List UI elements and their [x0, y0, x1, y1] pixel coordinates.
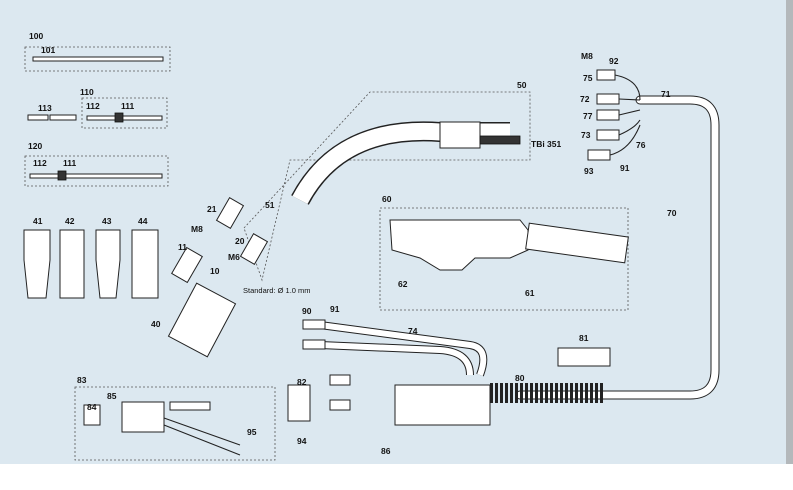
label-120-111: 111 [63, 158, 77, 168]
part-111 [86, 115, 163, 121]
label-93: 93 [584, 166, 594, 176]
label-50: 50 [517, 80, 527, 90]
label-61: 61 [525, 288, 535, 298]
label-91b: 91 [620, 163, 630, 173]
label-86: 86 [381, 446, 391, 456]
label-m6: M6 [228, 252, 240, 262]
box-100 [24, 46, 171, 72]
label-112: 112 [86, 101, 100, 111]
label-41: 41 [33, 216, 43, 226]
label-43: 43 [102, 216, 112, 226]
label-82: 82 [297, 377, 307, 387]
label-m8b: M8 [581, 51, 593, 61]
label-77: 77 [583, 111, 593, 121]
standard-note: Standard: Ø 1.0 mm [243, 286, 311, 295]
label-tbi: TBi 351 [531, 139, 562, 149]
label-70: 70 [667, 208, 677, 218]
label-91: 91 [330, 304, 340, 314]
box-60 [379, 207, 629, 311]
box-83 [74, 386, 276, 461]
part-113a [27, 114, 49, 121]
label-73: 73 [581, 130, 591, 140]
label-110: 110 [80, 87, 94, 97]
part-84 [83, 404, 101, 426]
part-81 [557, 347, 611, 367]
label-113: 113 [38, 103, 52, 113]
label-95: 95 [247, 427, 257, 437]
label-94: 94 [297, 436, 307, 446]
side-strip [786, 0, 793, 464]
label-60: 60 [382, 194, 392, 204]
handle-60 [389, 219, 529, 271]
box-110 [81, 97, 168, 129]
label-120-112: 112 [33, 158, 47, 168]
label-111: 111 [121, 101, 135, 111]
label-84: 84 [87, 402, 97, 412]
label-90: 90 [302, 306, 312, 316]
adapter-85 [121, 401, 165, 433]
label-11: 11 [178, 242, 187, 252]
label-62: 62 [398, 279, 408, 289]
label-85: 85 [107, 391, 117, 401]
label-51: 51 [265, 200, 275, 210]
label-120: 120 [28, 141, 42, 151]
bottom-edge [0, 464, 793, 490]
label-92: 92 [609, 56, 619, 66]
neck-body [439, 121, 481, 149]
liner-101 [32, 56, 164, 62]
nozzle-40 [167, 282, 237, 358]
label-40: 40 [151, 319, 161, 329]
label-20: 20 [235, 236, 245, 246]
label-21: 21 [207, 204, 217, 214]
label-m8a: M8 [191, 224, 203, 234]
box-120 [24, 155, 169, 187]
part-113b [49, 114, 77, 121]
label-44: 44 [138, 216, 148, 226]
nozzles-41-44 [23, 229, 159, 299]
label-81: 81 [579, 333, 589, 343]
label-10: 10 [210, 266, 220, 276]
label-80: 80 [515, 373, 525, 383]
label-72: 72 [580, 94, 590, 104]
box-50 [243, 91, 531, 282]
torch-parts-diagram: 100 101 110 112 111 113 120 112 111 41 4… [23, 31, 720, 461]
connector-body [394, 384, 491, 426]
label-71: 71 [661, 89, 671, 99]
part-120 [29, 173, 163, 179]
label-42: 42 [65, 216, 75, 226]
label-75: 75 [583, 73, 593, 83]
label-101: 101 [41, 45, 55, 55]
tips [167, 197, 269, 358]
label-83: 83 [77, 375, 87, 385]
part-82 [287, 384, 311, 422]
rear-connectors [587, 69, 641, 161]
label-76: 76 [636, 140, 646, 150]
label-74: 74 [408, 326, 418, 336]
label-100: 100 [29, 31, 43, 41]
